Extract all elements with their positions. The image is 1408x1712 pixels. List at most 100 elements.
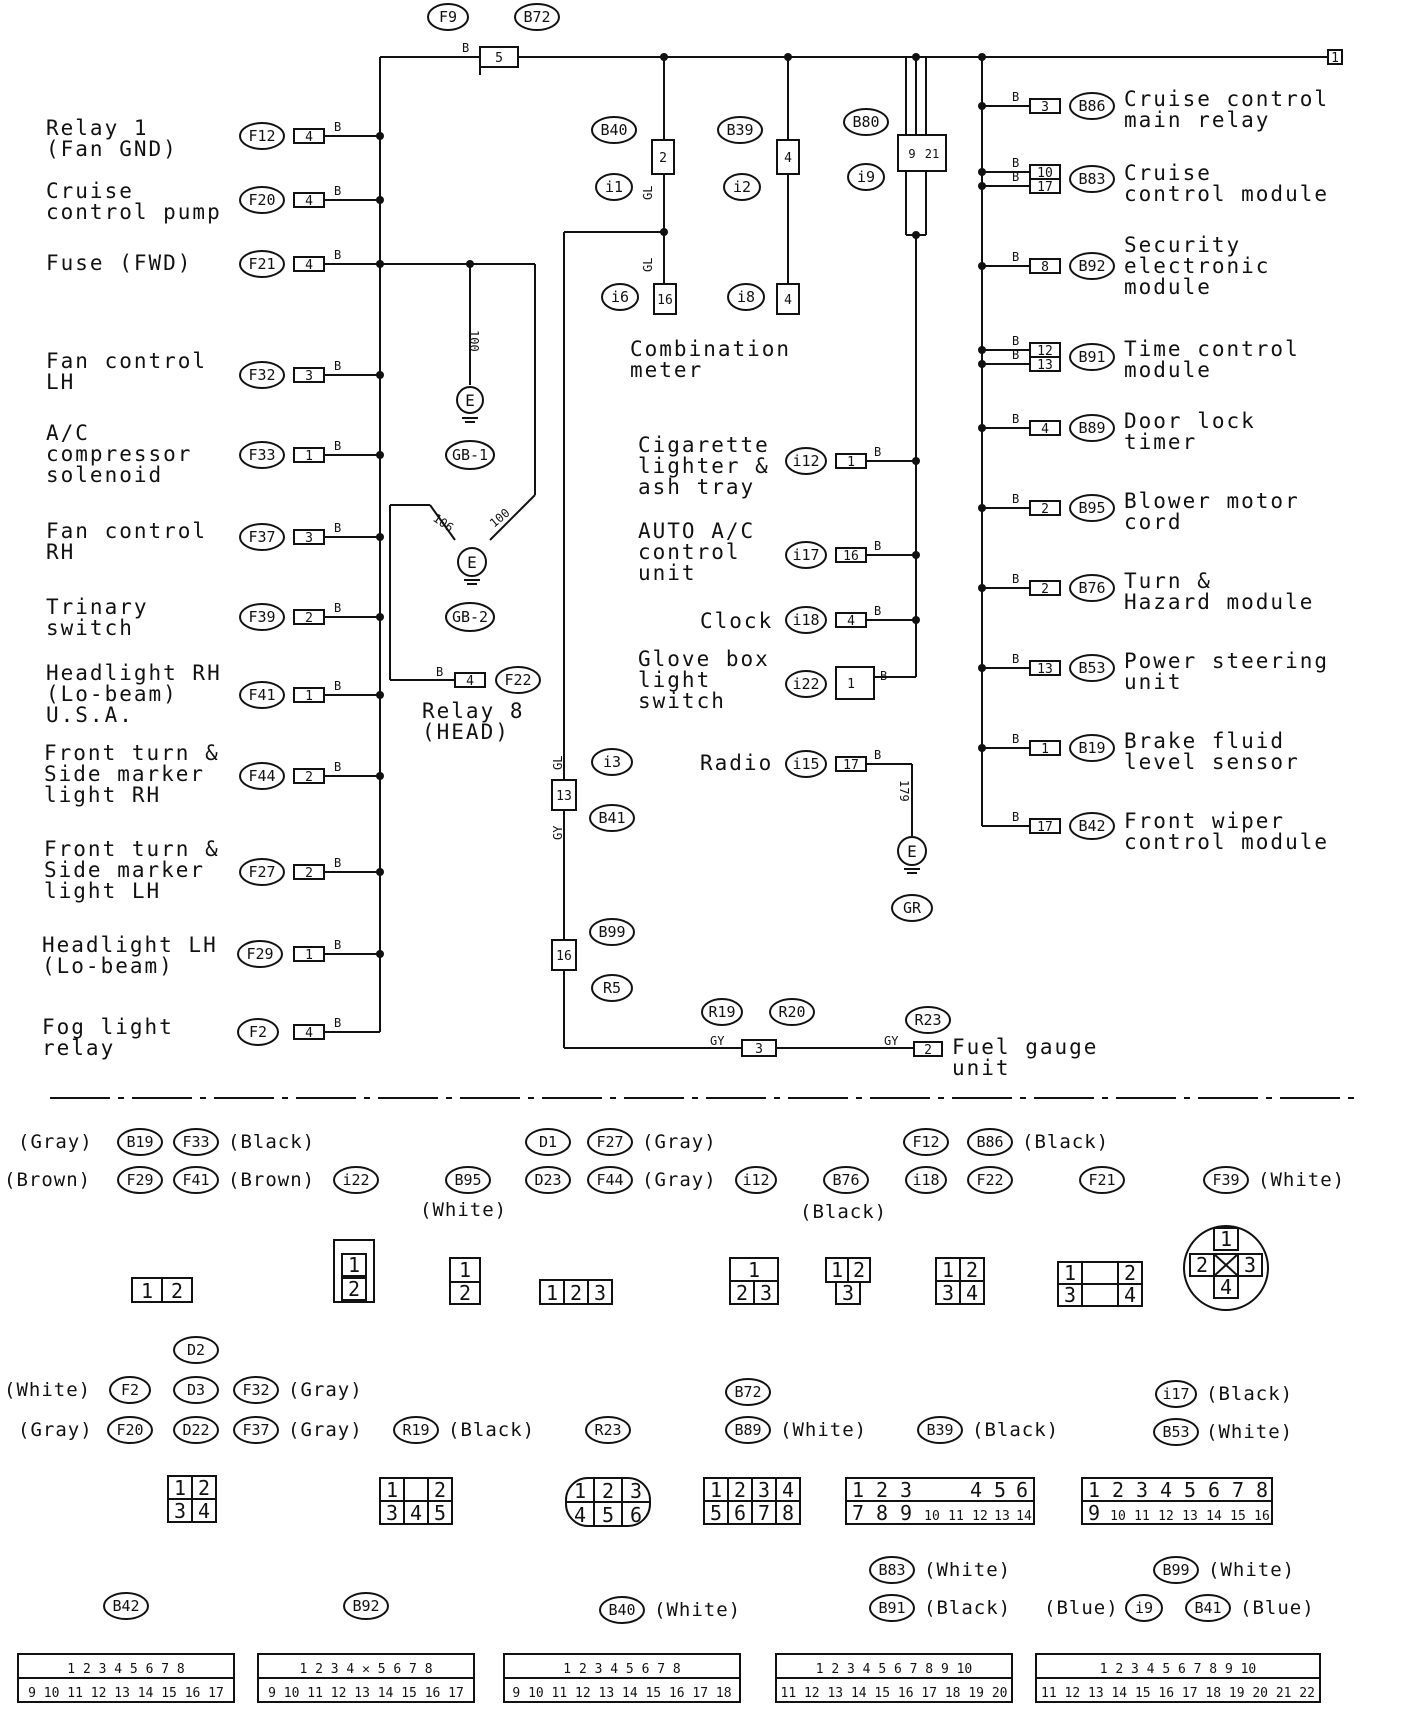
- fuel-pin-2: 2: [924, 1043, 932, 1058]
- svg-text:E: E: [907, 842, 917, 861]
- svg-text:GY: GY: [710, 1034, 725, 1048]
- svg-text:5: 5: [434, 1501, 446, 1525]
- conn-b39: B39: [726, 121, 753, 139]
- svg-text:3: 3: [942, 1281, 954, 1305]
- fuel-pin-16: 16: [556, 949, 572, 964]
- svg-text:(Black): (Black): [1022, 1131, 1109, 1153]
- svg-text:1: 1: [386, 1478, 398, 1502]
- svg-text:D22: D22: [182, 1421, 209, 1439]
- svg-text:B: B: [874, 604, 881, 618]
- pin-i12: 1: [847, 455, 855, 470]
- face-22pin: 1 2 3 4 5 6 7 8 9 10 11 12 13 14 15 16 1…: [1035, 1653, 1321, 1703]
- svg-text:B: B: [334, 679, 341, 693]
- conn-i9: i9: [857, 168, 875, 186]
- svg-text:17: 17: [1037, 820, 1053, 835]
- load-clock: Clock: [700, 609, 773, 633]
- svg-text:13: 13: [994, 1509, 1010, 1524]
- svg-text:9 10 11 12 13 14 15 16 17: 9 10 11 12 13 14 15 16 17: [268, 1686, 464, 1701]
- svg-text:4: 4: [1041, 422, 1049, 437]
- conn-f27: F27: [248, 863, 275, 881]
- svg-text:D23: D23: [534, 1171, 561, 1189]
- svg-text:B: B: [436, 665, 443, 679]
- svg-text:1: 1: [852, 1478, 864, 1502]
- svg-text:4: 4: [410, 1501, 422, 1525]
- svg-text:F39: F39: [1212, 1171, 1239, 1189]
- svg-text:2: 2: [853, 1258, 865, 1282]
- conn-f33: F33: [248, 446, 275, 464]
- svg-text:i9: i9: [1135, 1599, 1153, 1617]
- svg-text:B89: B89: [734, 1421, 761, 1439]
- svg-text:3: 3: [900, 1478, 912, 1502]
- svg-text:2: 2: [171, 1279, 183, 1303]
- svg-text:i17: i17: [1162, 1385, 1189, 1403]
- svg-text:F27: F27: [596, 1133, 623, 1151]
- conn-f22: F22: [504, 671, 531, 689]
- svg-text:B83: B83: [878, 1561, 905, 1579]
- conn-f39: F39: [248, 608, 275, 626]
- svg-text:11: 11: [1134, 1509, 1150, 1524]
- conn-i15: i15: [792, 755, 819, 773]
- connector-legend: (Gray) B19 F33 (Black) (Brown) F29 F41 (…: [4, 1128, 1344, 1703]
- svg-text:B19: B19: [126, 1133, 153, 1151]
- svg-text:(Gray): (Gray): [288, 1419, 363, 1441]
- svg-text:2: 2: [1112, 1478, 1124, 1502]
- svg-text:4: 4: [198, 1499, 210, 1523]
- svg-text:3: 3: [174, 1499, 186, 1523]
- svg-text:(Gray): (Gray): [288, 1379, 363, 1401]
- conn-b99: B99: [598, 923, 625, 941]
- conn-f2: F2: [249, 1023, 267, 1041]
- svg-text:B: B: [334, 439, 341, 453]
- meter-pin-21: 21: [925, 147, 939, 161]
- svg-text:5: 5: [602, 1503, 614, 1527]
- pin-f37: 3: [305, 531, 313, 546]
- svg-text:1 2 3 4 5 6 7 8 9 10: 1 2 3 4 5 6 7 8 9 10: [1100, 1662, 1257, 1677]
- svg-text:1: 1: [1088, 1478, 1100, 1502]
- pin-f20: 4: [305, 194, 313, 209]
- svg-text:3: 3: [760, 1281, 772, 1305]
- terminal-1: 1: [1331, 51, 1339, 66]
- svg-text:7: 7: [852, 1501, 864, 1525]
- fuel-gauge-circuit: 13 GL GY 16 3 2 GY GY i3 B41 B99 R5 R19 …: [551, 748, 1096, 1080]
- meter-pin-4a: 4: [784, 151, 792, 166]
- top-pin-5: 5: [495, 51, 503, 66]
- svg-text:3: 3: [1064, 1283, 1076, 1307]
- conn-b89: B89: [1078, 419, 1105, 437]
- svg-text:4: 4: [966, 1281, 978, 1305]
- conn-b41: B41: [598, 809, 625, 827]
- svg-text:9 10 11 12 13 14 15 16 17 18: 9 10 11 12 13 14 15 16 17 18: [512, 1686, 731, 1701]
- ground-gb1: GB-1: [452, 446, 488, 464]
- pin-f33: 1: [305, 449, 313, 464]
- svg-text:3: 3: [758, 1478, 770, 1502]
- svg-text:(White): (White): [1206, 1421, 1293, 1443]
- svg-text:B39: B39: [926, 1421, 953, 1439]
- svg-text:B: B: [1012, 492, 1019, 506]
- svg-text:2: 2: [1041, 502, 1049, 517]
- face-2pin-vertical: 1 2: [333, 1239, 375, 1303]
- svg-text:E: E: [465, 391, 475, 410]
- conn-f37: F37: [248, 528, 275, 546]
- svg-text:B: B: [334, 359, 341, 373]
- conn-r23: R23: [914, 1011, 941, 1029]
- ground-gr: GR: [903, 899, 922, 917]
- svg-text:GL: GL: [641, 186, 655, 200]
- svg-text:B: B: [334, 938, 341, 952]
- connector-b72-oval: [514, 3, 560, 31]
- svg-text:2: 2: [1124, 1261, 1136, 1285]
- svg-text:B99: B99: [1162, 1561, 1189, 1579]
- svg-text:B53: B53: [1162, 1423, 1189, 1441]
- svg-text:B: B: [874, 445, 881, 459]
